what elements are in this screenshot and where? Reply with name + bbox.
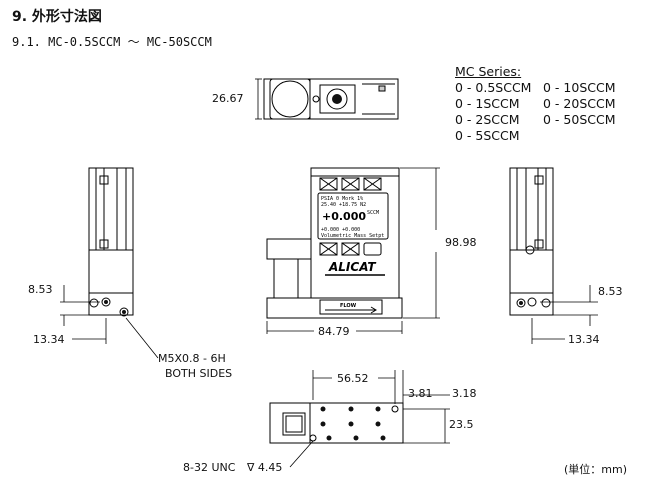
dim-bottom-height: 23.5 (449, 418, 474, 431)
right-side-view (509, 167, 598, 344)
lcd-line4: Volumetric Mass Setpt (321, 233, 384, 239)
dim-front-width: 84.79 (318, 325, 350, 338)
dim-top-height: 26.67 (212, 92, 244, 105)
series-item: 0 - 5SCCM (455, 128, 520, 143)
lcd-unit: SCCM (367, 210, 379, 216)
dim-right-offset-v: 8.53 (598, 285, 623, 298)
lcd-line1: PSIA 0 Mork 1% (321, 196, 363, 202)
dim-bottom-small1: 3.81 (408, 387, 433, 400)
page-heading: 9. 外形寸法図 (12, 9, 102, 25)
series-item: 0 - 2SCCM (455, 112, 520, 127)
lcd-main: +0.000 (322, 210, 366, 223)
series-item: 0 - 1SCCM (455, 96, 520, 111)
lcd-line3: +0.000 +0.000 (321, 227, 360, 233)
top-view (255, 78, 399, 120)
bottom-view (269, 370, 450, 468)
brand-logo: ALICAT (328, 260, 376, 274)
dim-bottom-small2: 3.18 (452, 387, 477, 400)
dim-front-height: 98.98 (445, 236, 477, 249)
dim-left-offset-v: 8.53 (28, 283, 53, 296)
series-title: MC Series: (455, 64, 522, 79)
dim-bottom-width: 56.52 (337, 372, 369, 385)
dim-right-offset-h: 13.34 (568, 333, 600, 346)
left-side-view (60, 167, 159, 359)
depth-note: ∇ 4.45 (247, 461, 283, 474)
thread-note-bottom: 8-32 UNC (183, 461, 236, 474)
series-item: 0 - 10SCCM (543, 80, 616, 95)
series-item: 0 - 20SCCM (543, 96, 616, 111)
flow-label: FLOW (340, 303, 357, 309)
page-subheading: 9.1. MC-0.5SCCM ～ MC-50SCCM (12, 35, 212, 49)
lcd-line2: 25.40 +18.75 N2 (321, 202, 366, 208)
unit-note: (単位：mm) (564, 463, 628, 476)
thread-note-both: BOTH SIDES (165, 367, 233, 380)
dim-left-offset-h: 13.34 (33, 333, 65, 346)
series-item: 0 - 0.5SCCM (455, 80, 532, 95)
front-view: PSIA 0 Mork 1% 25.40 +18.75 N2 +0.000 SC… (266, 167, 440, 334)
series-item: 0 - 50SCCM (543, 112, 616, 127)
thread-note-side: M5X0.8 - 6H (158, 352, 226, 365)
